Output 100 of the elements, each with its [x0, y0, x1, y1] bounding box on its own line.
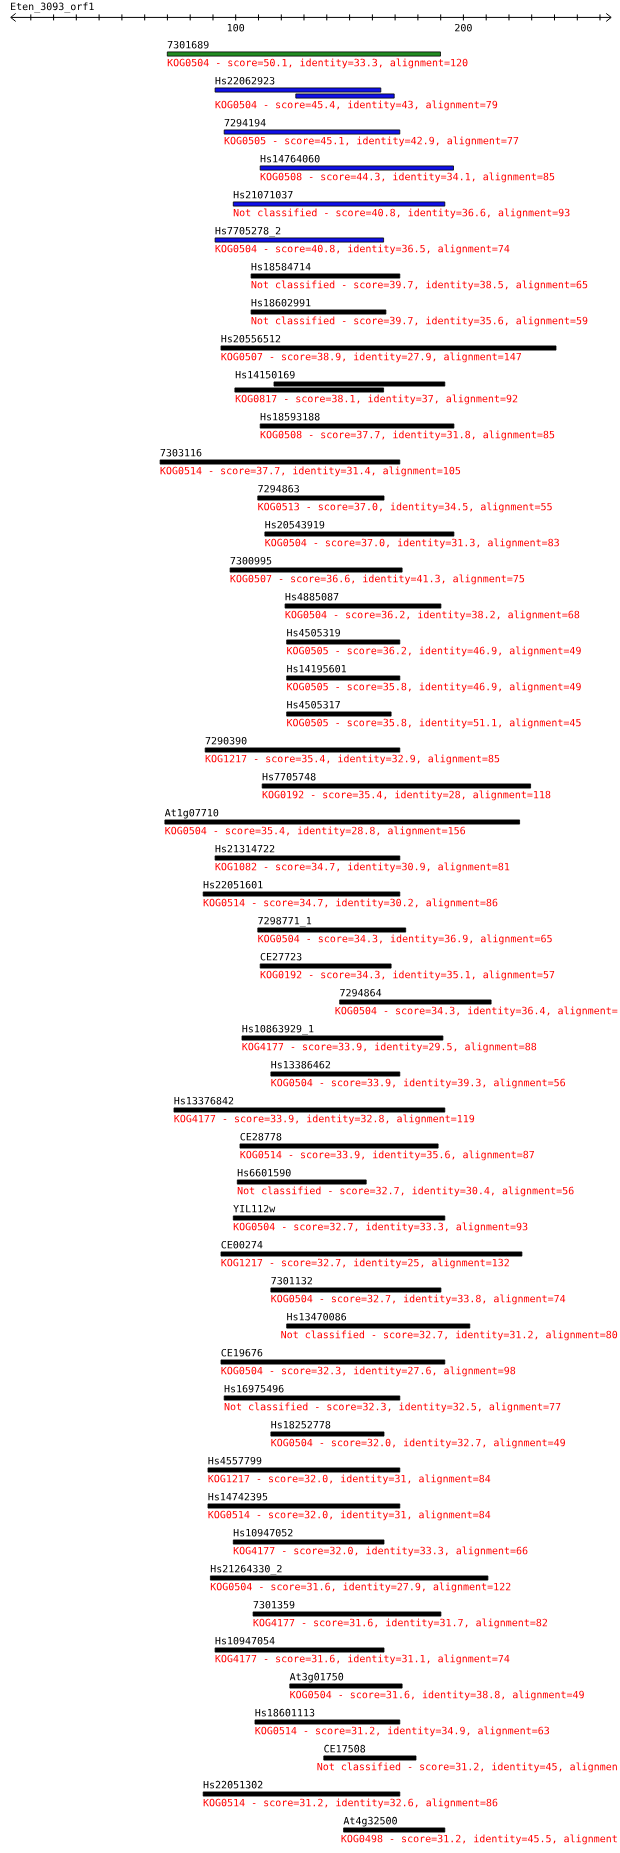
- sequence-id: Hs22051302: [203, 1780, 263, 1789]
- sequence-id: 7294864: [340, 988, 382, 997]
- sequence-id: Hs16975496: [224, 1384, 284, 1393]
- sequence-id: CE00274: [221, 1240, 263, 1249]
- hit-description: KOG0514 - score=31.2, identity=32.6, alignment=86: [203, 1798, 498, 1809]
- sequence-id: 7301359: [253, 1600, 295, 1609]
- hit-description: Not classified - score=40.8, identity=36.6, alignment=93: [233, 208, 570, 219]
- sequence-id: Hs20556512: [221, 334, 281, 343]
- hit-description: KOG0514 - score=34.7, identity=30.2, alignment=86: [203, 898, 498, 909]
- hit-description: KOG0504 - score=36.2, identity=38.2, alignment=68: [285, 610, 580, 621]
- hit-description: KOG0505 - score=45.1, identity=42.9, alignment=77: [224, 136, 519, 147]
- sequence-id: 7303116: [160, 448, 202, 457]
- hit-description: KOG0504 - score=45.4, identity=43, alignment=79: [215, 100, 498, 111]
- sequence-id: 7301689: [167, 40, 209, 49]
- sequence-id: CE28778: [240, 1132, 282, 1141]
- sequence-id: Hs14195601: [287, 664, 346, 673]
- sequence-id: Hs14150169: [235, 370, 295, 379]
- sequence-id: At1g07710: [164, 808, 219, 819]
- sequence-id: CE27723: [260, 952, 302, 961]
- hit-description: KOG0504 - score=34.3, identity=36.9, alignment=65: [258, 934, 552, 945]
- hit-description: KOG0504 - score=50.1, identity=33.3, alignment=120: [167, 58, 468, 69]
- hit-description: KOG0192 - score=34.3, identity=35.1, alignment=57: [260, 970, 555, 981]
- sequence-id: Hs18593188: [260, 412, 320, 421]
- sequence-id: Hs14742395: [208, 1492, 268, 1501]
- sequence-id: Hs7705278_2: [215, 226, 281, 237]
- hit-description: KOG0504 - score=37.0, identity=31.3, alignment=83: [265, 538, 559, 549]
- hit-description: Not classified - score=31.2, identity=45, alignmen: [317, 1762, 617, 1773]
- sequence-id: Hs18252778: [271, 1420, 331, 1429]
- hit-description: KOG0504 - score=34.3, identity=36.4, alignment=: [335, 1006, 618, 1017]
- hit-description: KOG0504 - score=32.7, identity=33.8, alignment=74: [271, 1294, 566, 1305]
- sequence-id: Hs7705748: [262, 772, 316, 781]
- sequence-id: Hs13386462: [271, 1060, 331, 1069]
- hit-description: KOG1217 - score=35.4, identity=32.9, alignment=85: [205, 754, 500, 765]
- sequence-id: Hs14764060: [260, 154, 320, 163]
- hit-description: Not classified - score=32.3, identity=32.5, alignment=77: [224, 1402, 561, 1413]
- sequence-id: 7294863: [258, 484, 299, 493]
- hit-description: KOG0192 - score=35.4, identity=28, alignment=118: [262, 790, 551, 801]
- hit-description: KOG0507 - score=38.9, identity=27.9, alignment=147: [221, 352, 522, 363]
- sequence-id: 7290390: [205, 736, 247, 745]
- hit-description: KOG1082 - score=34.7, identity=30.9, alignment=81: [215, 862, 510, 873]
- sequence-id: Hs6601590: [237, 1168, 291, 1177]
- hit-description: KOG0507 - score=36.6, identity=41.3, alignment=75: [230, 574, 525, 585]
- sequence-id: Hs13376842: [174, 1096, 234, 1105]
- sequence-id: At4g32500: [343, 1816, 397, 1827]
- sequence-id: Hs21314722: [215, 844, 275, 853]
- sequence-id: CE17508: [324, 1744, 366, 1753]
- hit-description: KOG0505 - score=36.2, identity=46.9, alignment=49: [287, 646, 581, 657]
- sequence-id: Hs18602991: [251, 298, 311, 307]
- hit-description: KOG0504 - score=31.6, identity=38.8, alignment=49: [290, 1690, 584, 1701]
- sequence-id: Hs10863929_1: [242, 1024, 314, 1035]
- hit-description: KOG0504 - score=35.4, identity=28.8, alignment=156: [165, 826, 466, 837]
- hit-description: Not classified - score=32.7, identity=31.2, alignment=80: [281, 1330, 618, 1341]
- sequence-id: Hs18601113: [255, 1708, 315, 1717]
- hit-description: Not classified - score=32.7, identity=30.4, alignment=56: [237, 1186, 574, 1197]
- sequence-id: Hs4557799: [208, 1456, 262, 1465]
- hit-description: KOG0508 - score=37.7, identity=31.8, alignment=85: [260, 430, 555, 441]
- hit-description: KOG4177 - score=33.9, identity=29.5, alignment=88: [242, 1042, 537, 1053]
- sequence-id: Hs21071037: [233, 190, 293, 199]
- sequence-id: Hs13470086: [287, 1312, 347, 1321]
- tick-label: 200: [455, 23, 472, 32]
- sequence-id: CE19676: [221, 1348, 263, 1357]
- hit-description: Not classified - score=39.7, identity=35.6, alignment=59: [251, 316, 588, 327]
- hit-description: KOG0504 - score=40.8, identity=36.5, alignment=74: [215, 244, 510, 255]
- sequence-id: Hs22062923: [215, 76, 275, 85]
- sequence-id: Hs4505319: [287, 628, 340, 637]
- hit-description: KOG0504 - score=32.7, identity=33.3, alignment=93: [233, 1222, 528, 1233]
- sequence-id: Hs4505317: [287, 700, 340, 709]
- sequence-id: YIL112w: [233, 1204, 276, 1213]
- sequence-id: At3g01750: [289, 1672, 344, 1683]
- hit-description: KOG0504 - score=32.3, identity=27.6, alignment=98: [221, 1366, 516, 1377]
- hit-description: KOG0504 - score=33.9, identity=39.3, alignment=56: [271, 1078, 566, 1089]
- hit-description: KOG4177 - score=31.6, identity=31.7, alignment=82: [253, 1618, 548, 1629]
- sequence-id: 7300995: [230, 556, 272, 565]
- hit-description: KOG4177 - score=31.6, identity=31.1, alignment=74: [215, 1654, 510, 1665]
- hit-description: KOG0504 - score=31.6, identity=27.9, alignment=122: [210, 1582, 511, 1593]
- hit-description: KOG0498 - score=31.2, identity=45.5, alignment: [341, 1834, 617, 1845]
- sequence-id: Hs10947054: [215, 1636, 275, 1645]
- sequence-id: 7301132: [271, 1276, 312, 1285]
- hit-description: KOG4177 - score=33.9, identity=32.8, alignment=119: [174, 1114, 475, 1125]
- sequence-id: Hs20543919: [265, 520, 325, 529]
- hit-description: KOG0505 - score=35.8, identity=51.1, alignment=45: [287, 718, 581, 729]
- hit-description: KOG0514 - score=37.7, identity=31.4, alignment=105: [160, 466, 461, 477]
- sequence-id: Hs18584714: [251, 262, 311, 271]
- hit-description: KOG1217 - score=32.7, identity=25, alignment=132: [221, 1258, 509, 1269]
- hit-description: KOG0508 - score=44.3, identity=34.1, alignment=85: [260, 172, 555, 183]
- sequence-id: 7294194: [224, 118, 266, 127]
- hit-description: KOG0504 - score=32.0, identity=32.7, alignment=49: [271, 1438, 565, 1449]
- hit-description: KOG0514 - score=31.2, identity=34.9, alignment=63: [255, 1726, 549, 1737]
- hit-description: KOG0817 - score=38.1, identity=37, alignment=92: [235, 394, 518, 405]
- hit-description: KOG1217 - score=32.0, identity=31, alignment=84: [208, 1474, 491, 1485]
- hit-description: KOG4177 - score=32.0, identity=33.3, alignment=66: [233, 1546, 528, 1557]
- sequence-id: Hs22051601: [203, 880, 263, 889]
- hit-description: Not classified - score=39.7, identity=38.5, alignment=65: [251, 280, 588, 291]
- query-title: Eten_3093_orf1: [11, 2, 94, 13]
- sequence-id: Hs10947052: [233, 1528, 293, 1537]
- sequence-id: Hs21264330_2: [210, 1564, 282, 1575]
- hit-description: KOG0513 - score=37.0, identity=34.5, alignment=55: [258, 502, 552, 513]
- sequence-id: Hs4885087: [285, 592, 339, 601]
- sequence-id: 7298771_1: [258, 916, 312, 927]
- hit-description: KOG0514 - score=32.0, identity=31, alignment=84: [208, 1510, 491, 1521]
